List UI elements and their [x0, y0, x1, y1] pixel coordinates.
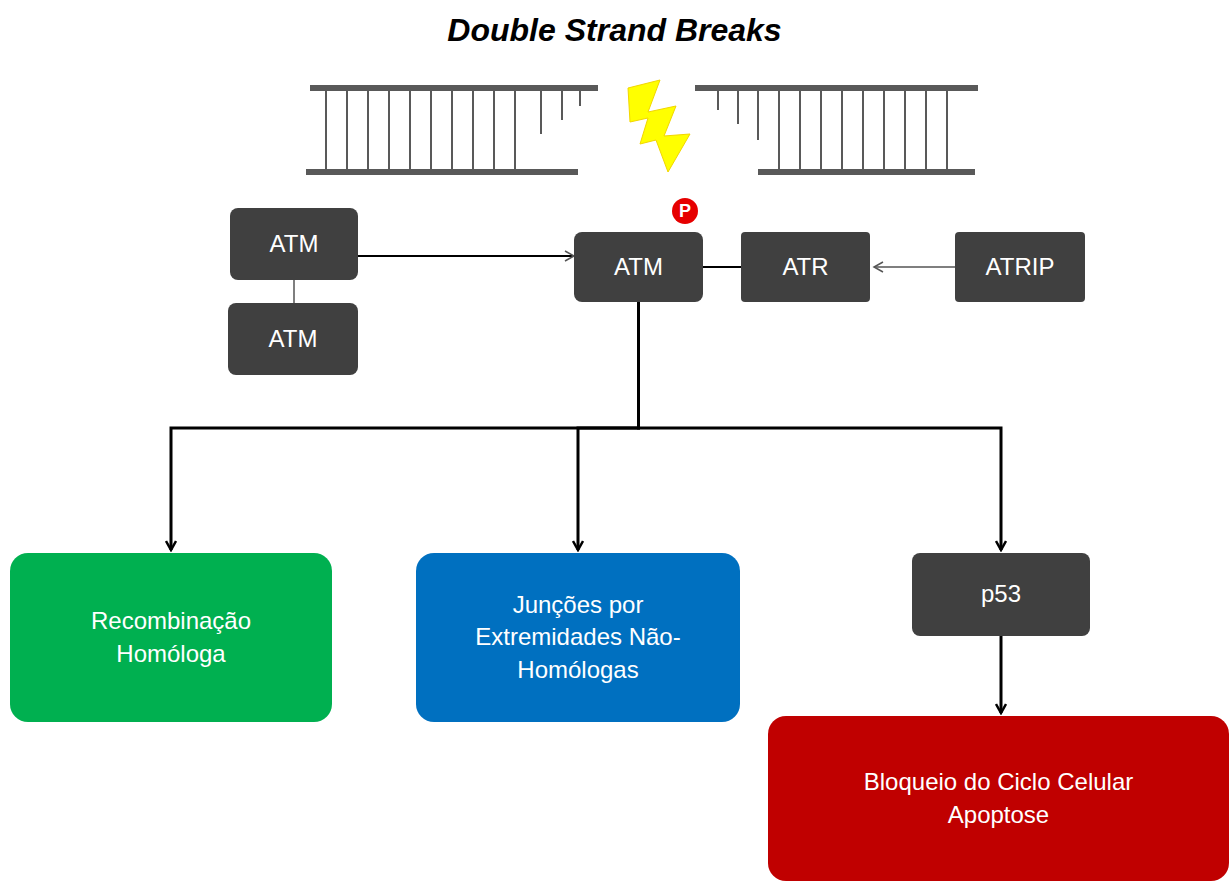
dna-strand	[310, 85, 598, 91]
dna-rung	[493, 88, 495, 172]
connector-line	[293, 280, 295, 303]
phosphate-circle: P	[672, 198, 698, 224]
dna-rung	[820, 88, 822, 172]
dna-rung	[367, 88, 369, 172]
node-label: Junções por Extremidades Não-Homólogas	[468, 589, 688, 686]
connector-line	[358, 255, 574, 257]
dna-rung	[737, 88, 739, 124]
dna-rung	[540, 88, 542, 134]
dna-strand	[758, 169, 975, 175]
lightning-bolt	[628, 80, 690, 172]
dna-rung	[841, 88, 843, 172]
protein-box: p53	[912, 553, 1090, 636]
dna-rung	[409, 88, 411, 172]
connector-arrow	[171, 302, 639, 550]
protein-box: ATR	[741, 232, 870, 302]
dna-rung	[717, 88, 719, 110]
node-label: p53	[981, 578, 1021, 610]
dna-rung	[757, 88, 759, 140]
node-label: ATRIP	[986, 251, 1055, 283]
dna-rung	[451, 88, 453, 172]
dna-rung	[388, 88, 390, 172]
connector-arrow	[639, 302, 1002, 550]
dna-rung	[778, 88, 780, 172]
node-label: ATR	[782, 251, 828, 283]
node-label: ATM	[614, 251, 663, 283]
protein-box: ATM	[574, 232, 703, 302]
protein-box: ATRIP	[955, 232, 1085, 302]
dna-rung	[904, 88, 906, 172]
dna-rung	[946, 88, 948, 172]
dna-rung	[325, 88, 327, 172]
connector-arrow	[578, 302, 639, 550]
connector-arrow	[1000, 636, 1003, 713]
dna-rung	[514, 88, 516, 172]
node-label: Bloqueio do Ciclo Celular Apoptose	[829, 766, 1169, 831]
diagram-title: Double Strand Breaks	[0, 12, 1229, 49]
protein-box: ATM	[230, 208, 358, 280]
pathway-box: Junções por Extremidades Não-Homólogas	[416, 553, 740, 722]
dna-rung	[561, 88, 563, 120]
dna-rung	[472, 88, 474, 172]
node-label: Recombinação Homóloga	[66, 605, 276, 670]
node-label: P	[679, 202, 691, 220]
dna-rung	[925, 88, 927, 172]
protein-box: ATM	[228, 303, 358, 375]
dna-rung	[346, 88, 348, 172]
node-label: ATM	[269, 323, 318, 355]
connector-line	[874, 266, 955, 268]
dna-rung	[579, 88, 581, 106]
dna-rung	[430, 88, 432, 172]
dna-rung	[799, 88, 801, 172]
connector-line	[703, 266, 741, 268]
node-label: ATM	[270, 228, 319, 260]
dna-rung	[862, 88, 864, 172]
pathway-box: Recombinação Homóloga	[10, 553, 332, 722]
dna-rung	[883, 88, 885, 172]
outcome-box: Bloqueio do Ciclo Celular Apoptose	[768, 716, 1229, 881]
